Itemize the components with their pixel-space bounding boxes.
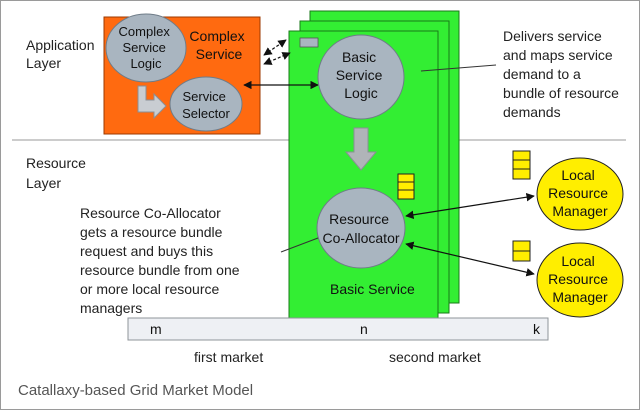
local-resource-manager-2 xyxy=(536,242,624,318)
complex-service-label: Complex Service xyxy=(189,28,248,62)
coallocator-manager-1-link xyxy=(405,193,535,219)
market-label-m: m xyxy=(150,321,162,337)
figure-caption: Catallaxy-based Grid Market Model xyxy=(18,382,254,399)
selector-flow-arrow xyxy=(137,85,167,120)
complex-service-logic-ellipse xyxy=(105,13,187,83)
complex-service-logic-label: Complex Service Logic xyxy=(119,24,174,71)
service-selector-label: Service Selector xyxy=(182,89,230,121)
market-bar xyxy=(127,317,549,341)
link-dashed-middle xyxy=(263,52,291,65)
basic-service-tab-icon xyxy=(299,37,319,48)
resource-coallocator-ellipse xyxy=(316,187,406,269)
local-resource-manager-1 xyxy=(536,157,624,231)
resource-coallocator-label: Resource Co-Allocator xyxy=(322,211,399,246)
coallocator-description: Resource Co-Allocator gets a resource bu… xyxy=(80,205,243,316)
resource-bundle-stack xyxy=(397,173,415,200)
first-market-label: first market xyxy=(194,349,263,365)
delivers-service-leader xyxy=(420,64,497,72)
link-dashed-top xyxy=(263,39,287,56)
service-selector-ellipse xyxy=(169,76,243,132)
logic-to-coallocator-arrow xyxy=(344,127,378,171)
application-layer-label: Application Layer xyxy=(26,37,98,71)
basic-service-label: Basic Service xyxy=(330,281,415,297)
second-market-label: second market xyxy=(389,349,481,365)
resource-manager-1-stack xyxy=(512,150,531,180)
local-resource-manager-1-label: Local Resource Manager xyxy=(548,167,612,219)
resource-layer-label: Resource Layer xyxy=(26,155,90,191)
market-label-k: k xyxy=(533,321,541,337)
local-resource-manager-2-label: Local Resource Manager xyxy=(548,253,612,305)
delivers-service-annotation: Delivers service and maps service demand… xyxy=(503,28,623,120)
basic-service-logic-label: Basic Service Logic xyxy=(336,49,387,101)
market-label-n: n xyxy=(360,321,368,337)
coallocator-manager-2-link xyxy=(405,241,535,277)
coallocator-description-leader xyxy=(280,237,319,253)
basic-service-logic-ellipse xyxy=(317,34,405,120)
